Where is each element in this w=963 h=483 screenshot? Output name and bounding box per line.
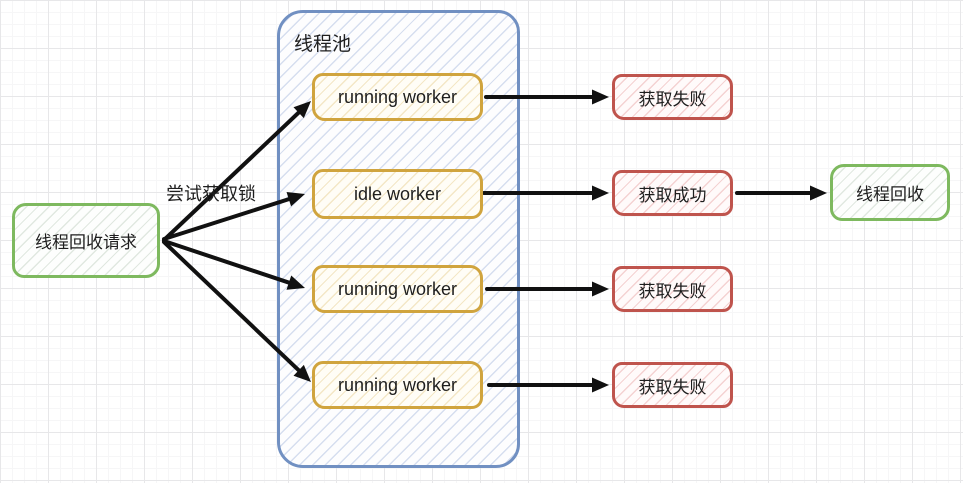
request-node: 线程回收请求 (12, 203, 160, 278)
lock-attempt-label: 尝试获取锁 (166, 184, 256, 204)
worker-node-label: running worker (337, 278, 458, 299)
worker-node-0: running worker (312, 73, 483, 121)
worker-node-label: running worker (337, 374, 458, 395)
result-node-label: 获取失败 (638, 281, 707, 301)
result-node-0: 获取失败 (612, 74, 733, 120)
worker-node-2: running worker (312, 265, 483, 313)
result-node-1: 获取成功 (612, 170, 733, 216)
request-node-label: 线程回收请求 (35, 233, 137, 252)
worker-node-3: running worker (312, 361, 483, 409)
recycle-node-label: 线程回收 (856, 185, 924, 204)
result-node-label: 获取成功 (638, 185, 707, 205)
worker-node-1: idle worker (312, 169, 483, 219)
result-node-label: 获取失败 (638, 89, 707, 109)
result-node-label: 获取失败 (638, 377, 707, 397)
result-node-3: 获取失败 (612, 362, 733, 408)
recycle-node: 线程回收 (830, 164, 950, 221)
worker-node-label: idle worker (353, 183, 442, 204)
result-node-2: 获取失败 (612, 266, 733, 312)
arrow-result-1-to-recycle (735, 185, 827, 201)
thread-pool-label: 线程池 (294, 34, 352, 55)
worker-node-label: running worker (337, 86, 458, 107)
